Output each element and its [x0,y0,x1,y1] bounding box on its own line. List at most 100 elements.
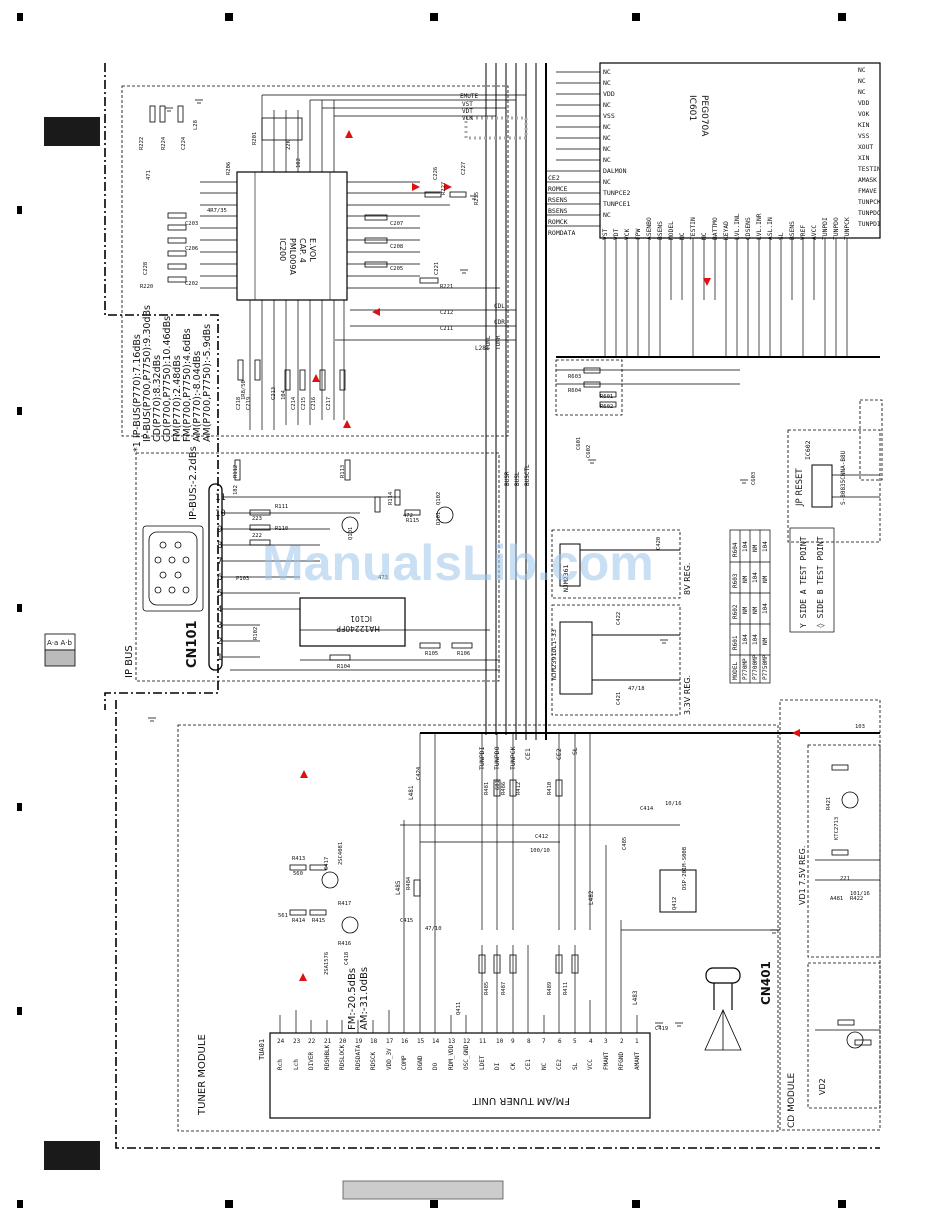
svg-text:17: 17 [386,1038,394,1045]
svg-text:681: 681 [495,780,501,790]
svg-text:OSC_GND: OSC_GND [463,1044,470,1070]
tuner-bus-signals: TUNPDI TUNPDO TUNPCK CE1 CE2 SL [478,746,579,770]
model-table-text: MODEL R601 R602 R603 R604 P770MP 104 NM … [732,541,769,680]
svg-text:BUSL: BUSL [514,471,521,486]
svg-text:Rch: Rch [277,1059,284,1070]
svg-text:EMUTE: EMUTE [460,93,478,100]
svg-text:VOK: VOK [858,111,870,118]
svg-text:CE1: CE1 [525,1059,532,1070]
ic400-part: NJM2391DL1-33 [550,629,558,680]
svg-text:NC: NC [603,156,611,164]
reg-8v-label: 8V REG. [683,563,692,595]
svg-text:NC: NC [603,134,611,142]
svg-text:R416: R416 [338,941,351,947]
svg-text:223: 223 [252,516,262,522]
svg-text:104: 104 [752,572,759,583]
svg-text:C214: C214 [291,396,297,410]
svg-text:100/10: 100/10 [530,848,550,854]
right-edge-pins: NC NC NC VDD VOK KIN VSS XOUT XIN TESTIN… [858,67,881,228]
reg-33v-label: 3.3V REG. [683,675,692,715]
svg-text:NC: NC [858,78,866,85]
svg-text:12: 12 [463,1038,471,1045]
svg-text:TUNPDI: TUNPDI [478,746,486,770]
svg-text:13: 13 [448,1038,456,1045]
svg-text:VDT: VDT [462,108,473,115]
svg-text:561: 561 [278,913,288,919]
cd-module-label: CD MODULE [787,1073,797,1128]
svg-text:R106: R106 [457,651,470,657]
svg-text:P7750MP: P7750MP [762,654,769,680]
svg-text:L281: L281 [475,345,490,352]
svg-text:CE2: CE2 [548,174,560,182]
svg-text:R484: R484 [406,876,412,890]
svg-text:TUNPCK: TUNPCK [844,217,851,240]
svg-text:R206: R206 [226,162,232,175]
svg-text:TUNPCE1: TUNPCE1 [603,200,630,208]
svg-text:103: 103 [855,724,865,730]
svg-text:AVCC: AVCC [811,225,818,240]
ic601-block [599,62,881,239]
svg-text:C217: C217 [326,397,332,410]
svg-text:9: 9 [511,1038,515,1045]
cut-mark-box [44,633,76,667]
model-table [729,529,771,684]
ic601-right-pins [546,71,600,227]
svg-text:473: 473 [378,575,388,581]
svg-text:RDSHBLK: RDSHBLK [324,1044,331,1070]
svg-text:VCC: VCC [587,1059,594,1070]
svg-text:5: 5 [573,1038,577,1045]
svg-text:R235: R235 [474,192,480,205]
svg-text:4R7/35: 4R7/35 [207,208,227,214]
svg-text:C207: C207 [390,221,403,227]
svg-text:C414: C414 [640,806,654,812]
svg-text:Q412: Q412 [672,897,678,910]
gain-notes: *1 IP-BUS(P770):7.16dBs IP-BUS(P700,P775… [132,305,213,452]
ic601-bottom-pin-lines [604,238,848,357]
svg-text:22: 22 [308,1038,316,1045]
svg-text:R422: R422 [850,896,863,902]
svg-text:Lch: Lch [293,1059,300,1070]
svg-text:2SA1576: 2SA1576 [324,952,330,975]
ic200-cap: CAP. 4 [298,238,307,263]
svg-text:DO: DO [432,1062,439,1070]
svg-text:7: 7 [217,557,222,567]
test-point-a: Y SIDE A TEST POINT [799,536,808,628]
svg-text:BATTMO: BATTMO [712,217,719,240]
test-point-legend-box [789,527,835,633]
svg-text:BSENS: BSENS [789,221,796,240]
svg-text:CD(P770):8.32dBs: CD(P770):8.32dBs [152,355,163,442]
cut-mark-label: A·a A·b [47,639,73,647]
svg-text:XIN: XIN [858,155,870,162]
svg-text:472: 472 [403,513,413,519]
ic200-ref: IC200 [278,238,287,261]
ic200-block [236,171,348,301]
svg-text:FMANT: FMANT [603,1052,610,1070]
svg-text:NM: NM [762,575,769,583]
svg-text:ROMCK: ROMCK [548,218,568,226]
svg-text:NC: NC [603,79,611,87]
cn101-label: CN101 [185,620,200,668]
svg-text:NM: NM [752,606,759,614]
svg-text:R412: R412 [516,782,522,795]
svg-text:15: 15 [417,1038,425,1045]
reg-vd1-label: VD1 7.5V REG. [798,846,807,905]
svg-text:P7700MP: P7700MP [752,654,759,680]
svg-text:CDL: CDL [494,303,505,310]
svg-text:C206: C206 [185,246,198,252]
svg-text:ASENBO: ASENBO [646,217,653,240]
svg-text:RFGND: RFGND [618,1052,625,1070]
ic200-sub: E.VOL [308,238,317,262]
svg-text:2: 2 [620,1038,624,1045]
svg-text:MODEL: MODEL [668,221,675,240]
svg-text:R227: R227 [441,182,447,195]
svg-text:RSENS: RSENS [548,196,568,204]
svg-text:C226: C226 [433,167,439,180]
model-resistors [556,367,740,408]
ic601-ref: IC601 [687,95,697,121]
svg-text:R481: R481 [484,782,490,795]
svg-text:FM(P700,P7750):4.6dBs: FM(P700,P7750):4.6dBs [182,328,193,442]
svg-text:R601: R601 [732,635,739,650]
svg-text:RDSCK: RDSCK [370,1052,377,1070]
svg-text:C224: C224 [181,136,187,150]
